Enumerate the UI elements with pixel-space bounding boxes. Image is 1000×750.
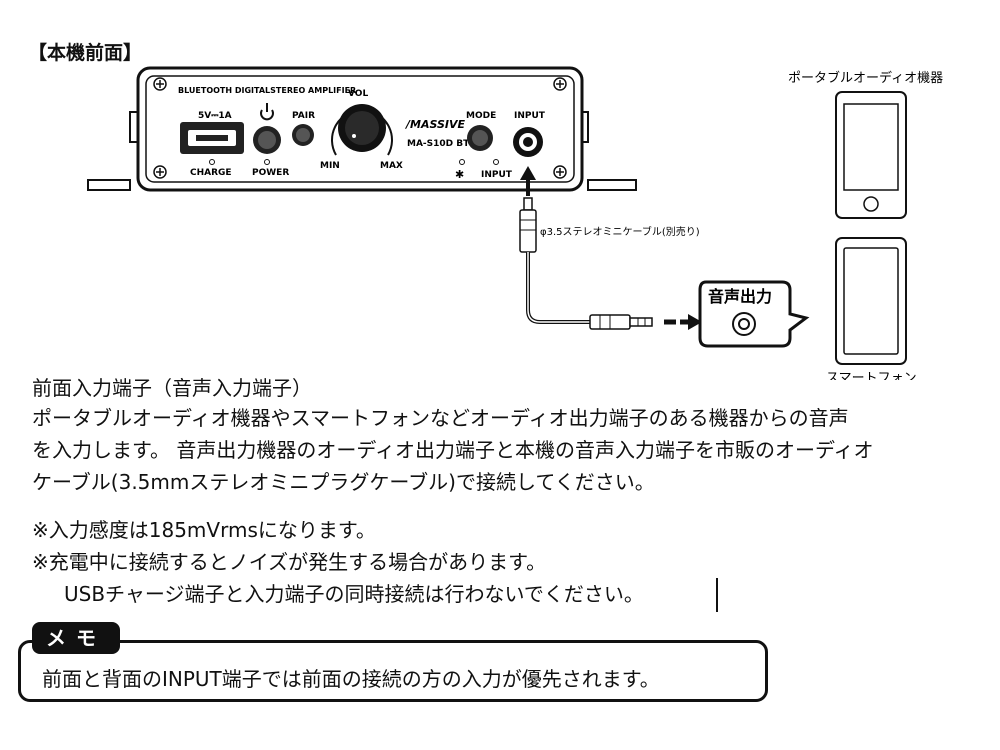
text-cursor <box>716 578 718 612</box>
screw-icon <box>153 77 567 179</box>
note-usb: USBチャージ端子と入力端子の同時接続は行わないでください。 <box>64 582 644 606</box>
min-label: MIN <box>320 161 340 171</box>
input-indicator-label: INPUT <box>481 170 513 180</box>
description: ポータブルオーディオ機器やスマートフォンなどオーディオ出力端子のある機器からの音… <box>32 402 997 498</box>
description-line: ポータブルオーディオ機器やスマートフォンなどオーディオ出力端子のある機器からの音… <box>32 406 849 430</box>
memo-tag: メモ <box>32 622 120 654</box>
pair-label: PAIR <box>292 111 315 121</box>
arrow-right-icon <box>688 314 702 330</box>
bluetooth-icon: ✱ <box>455 168 464 181</box>
power-icon <box>260 103 274 121</box>
note-sensitivity: ※入力感度は185mVrmsになります。 <box>32 518 376 542</box>
mode-label: MODE <box>466 111 496 121</box>
section-heading: 前面入力端子（音声入力端子） <box>32 376 312 400</box>
description-line: ケーブル(3.5mmステレオミニプラグケーブル)で接続してください。 <box>32 470 655 494</box>
vol-label: VOL <box>348 89 368 99</box>
arrow-up-icon <box>520 166 536 180</box>
audio-out-label: 音声出力 <box>708 287 772 306</box>
power-label: POWER <box>252 168 289 178</box>
model-banner: BLUETOOTH DIGITALSTEREO AMPLIFIER <box>178 86 356 95</box>
cable-label: φ3.5ステレオミニケーブル(別売り) <box>540 225 700 238</box>
connection-diagram: BLUETOOTH DIGITALSTEREO AMPLIFIER 5V⎓1A … <box>87 66 943 380</box>
port-label: 5V⎓1A <box>198 111 232 121</box>
memo-text: 前面と背面のINPUT端子では前面の接続の方の入力が優先されます。 <box>42 667 660 691</box>
max-label: MAX <box>380 161 403 171</box>
smartphone-icon <box>835 237 907 365</box>
stereo-mini-cable <box>519 197 653 330</box>
portable-audio-icon <box>835 91 907 219</box>
note-noise: ※充電中に接続するとノイズが発生する場合があります。 <box>32 550 547 574</box>
amplifier-illustration: BLUETOOTH DIGITALSTEREO AMPLIFIER 5V⎓1A … <box>87 66 637 192</box>
memo-box <box>18 640 768 702</box>
description-line: を入力します。 音声出力機器のオーディオ出力端子と本機の音声入力端子を市販のオー… <box>32 438 874 462</box>
input-label: INPUT <box>514 111 546 121</box>
section-title: 【本機前面】 <box>28 42 143 64</box>
charge-label: CHARGE <box>190 168 232 178</box>
audio-output-callout <box>698 280 810 348</box>
smartphone-label: スマートフォン <box>826 371 917 380</box>
brand-logo: /MASSIVE <box>404 118 466 131</box>
portable-label: ポータブルオーディオ機器 <box>788 70 943 86</box>
model-name: MA-S10D BT <box>407 139 470 149</box>
